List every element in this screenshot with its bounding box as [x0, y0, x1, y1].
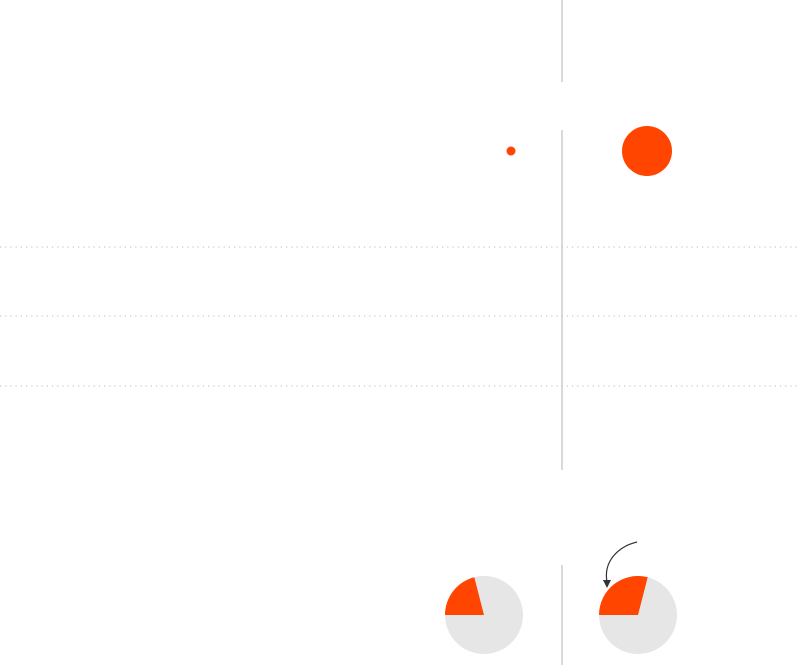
pie-row — [445, 576, 677, 654]
arrow-head — [603, 580, 611, 588]
bubble-row — [506, 126, 672, 176]
gridlines — [0, 246, 800, 387]
bubble-point-2 — [622, 126, 672, 176]
bubble-point-1 — [506, 146, 516, 156]
pie-1 — [445, 576, 523, 654]
pie-slice-highlight — [445, 577, 484, 615]
annotation-layer — [603, 541, 638, 588]
arrow-stem — [605, 541, 638, 583]
curved-arrow-icon — [603, 541, 638, 588]
pie-2 — [599, 576, 677, 654]
pie-slice-highlight — [599, 576, 648, 615]
